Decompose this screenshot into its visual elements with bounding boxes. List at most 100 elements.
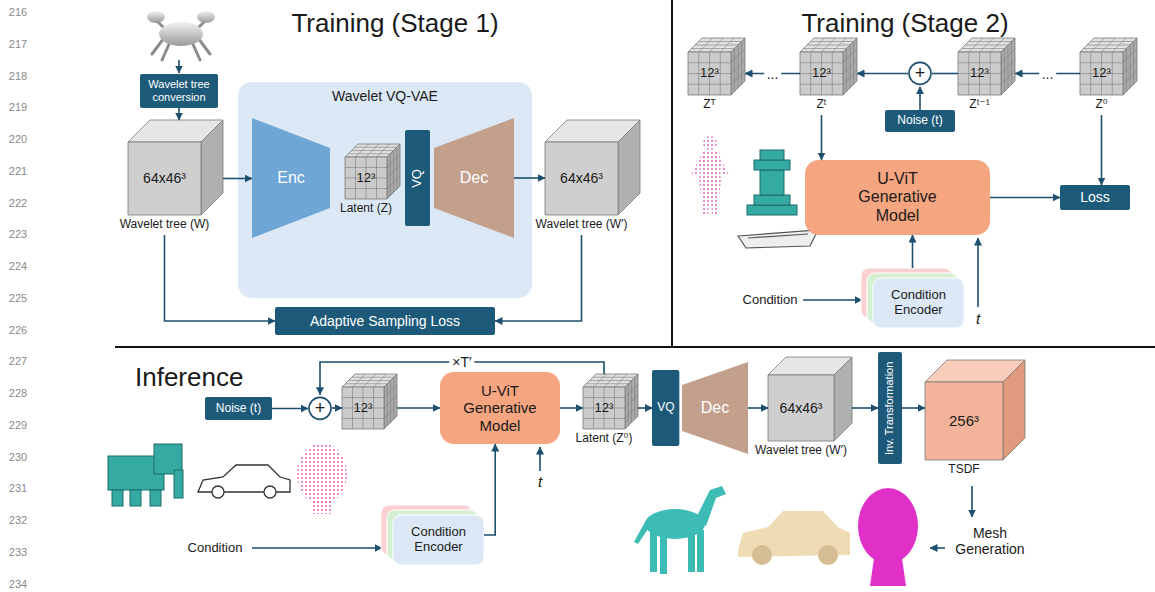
latent-grid-cube: 12³Latent (Z⁰) [583, 374, 638, 449]
grid-line [688, 84, 731, 85]
grid-line [590, 380, 632, 381]
label-holder: 231 [9, 482, 27, 495]
node-text: 12³ [1080, 52, 1123, 95]
process-box: VQ [405, 130, 430, 226]
head-pointcloud-part [297, 443, 347, 505]
line-number: 216 [9, 6, 27, 19]
grid-line [990, 38, 1004, 52]
flow-arrow [539, 447, 541, 471]
label-holder: 223 [9, 228, 27, 241]
box-fill [440, 372, 560, 444]
node-text: Condition Encoder [875, 288, 962, 318]
flow-connector [748, 407, 768, 409]
circle-outline [909, 63, 931, 85]
panel-title: Inference [135, 363, 243, 393]
horse-mesh-part [650, 532, 657, 572]
chess-voxel [747, 150, 797, 215]
label-holder: Condition [743, 293, 798, 308]
grid-line [615, 374, 628, 387]
panel-divider-part [671, 0, 673, 347]
flow-connector [852, 407, 878, 409]
cube-side-face [618, 120, 640, 215]
label-holder: 219 [9, 101, 27, 114]
crab-illustration-part [197, 11, 215, 23]
grid-line [699, 41, 742, 42]
cube-front-face [958, 52, 1001, 95]
cube-side-face [843, 38, 857, 95]
grid-line [376, 157, 377, 199]
crab-illustration [147, 11, 215, 60]
process-box: Wavelet tree conversion [140, 74, 218, 108]
label-holder: t [538, 473, 542, 490]
grid-line [1001, 70, 1015, 84]
grid-line [720, 52, 721, 95]
node-text: Enc [277, 169, 305, 187]
node-text: 12³ [342, 387, 384, 429]
grid-line [1112, 38, 1126, 52]
grid-line [384, 395, 397, 408]
cube-front-face [545, 142, 618, 215]
line-number: 234 [9, 577, 27, 590]
chess-voxel-part [754, 195, 790, 205]
node-caption: Z⁰ [1050, 98, 1153, 112]
node-text: VQ [657, 401, 674, 415]
crab-illustration-part-part [162, 42, 170, 60]
chess-voxel-part [747, 205, 797, 215]
crab-illustration-part [152, 22, 210, 60]
grid-line [1123, 60, 1137, 74]
line-number: 229 [9, 418, 27, 431]
shape-outline [768, 357, 852, 441]
cube-front-face [345, 157, 387, 199]
flow-connector [560, 407, 583, 409]
label-holder: 216 [9, 6, 27, 19]
flow-connector [1101, 115, 1103, 185]
label-holder: 233 [9, 545, 27, 558]
grid-line [741, 42, 742, 85]
car-sketch-part [198, 465, 290, 492]
node-caption: Wavelet tree (W′) [515, 218, 648, 232]
grid-line [384, 406, 397, 419]
cube-front-face [768, 375, 834, 441]
grid-line [583, 418, 625, 419]
box-fill [205, 397, 272, 420]
grid-line [720, 38, 734, 52]
human-pointcloud-part [715, 153, 729, 177]
line-number: 218 [9, 69, 27, 82]
cube-side-face [1123, 38, 1137, 95]
panel-divider [115, 0, 1155, 347]
human-pointcloud-part [703, 136, 717, 150]
line-number: 220 [9, 133, 27, 146]
node-text: 12³ [345, 157, 387, 199]
box-fill [878, 352, 902, 464]
grid-line [387, 176, 400, 189]
flow-connector [495, 235, 582, 321]
grid-line [853, 42, 854, 85]
latent-grid-cube: 12³ [342, 374, 397, 429]
tsdf-cube: 256³TSDF [925, 360, 1025, 480]
elephant-voxel [108, 444, 183, 506]
node-caption: TSDF [895, 463, 1033, 477]
grid-line [1001, 60, 1015, 74]
chess-voxel-part [760, 170, 784, 195]
cube-side-face [384, 374, 397, 429]
latent-grid-cube: 12³Zᵀ [688, 38, 745, 115]
head-mesh-part [870, 558, 906, 586]
label-holder: Mesh Generation [950, 525, 1030, 557]
flow-connector [990, 197, 1060, 199]
cube-front-face [688, 52, 731, 95]
grid-line [393, 377, 394, 419]
grid-line [396, 147, 397, 189]
node-text: U-ViT Generative Model [453, 382, 548, 434]
label-holder: 227 [9, 355, 27, 368]
flow-connector [919, 87, 921, 110]
step-label: Mesh Generation [950, 525, 1030, 557]
grid-line [969, 41, 1012, 42]
cube-front-face [342, 387, 384, 429]
generative-model-box: U-ViT Generative Model [440, 372, 560, 444]
timestep-label: t [538, 473, 542, 490]
human-pointcloud-part [691, 153, 705, 177]
latent-grid-cube: 12³Latent (Z) [345, 144, 400, 219]
cube-side-face [1001, 38, 1015, 95]
condition-encoder-stack: Condition Encoder [861, 268, 964, 328]
